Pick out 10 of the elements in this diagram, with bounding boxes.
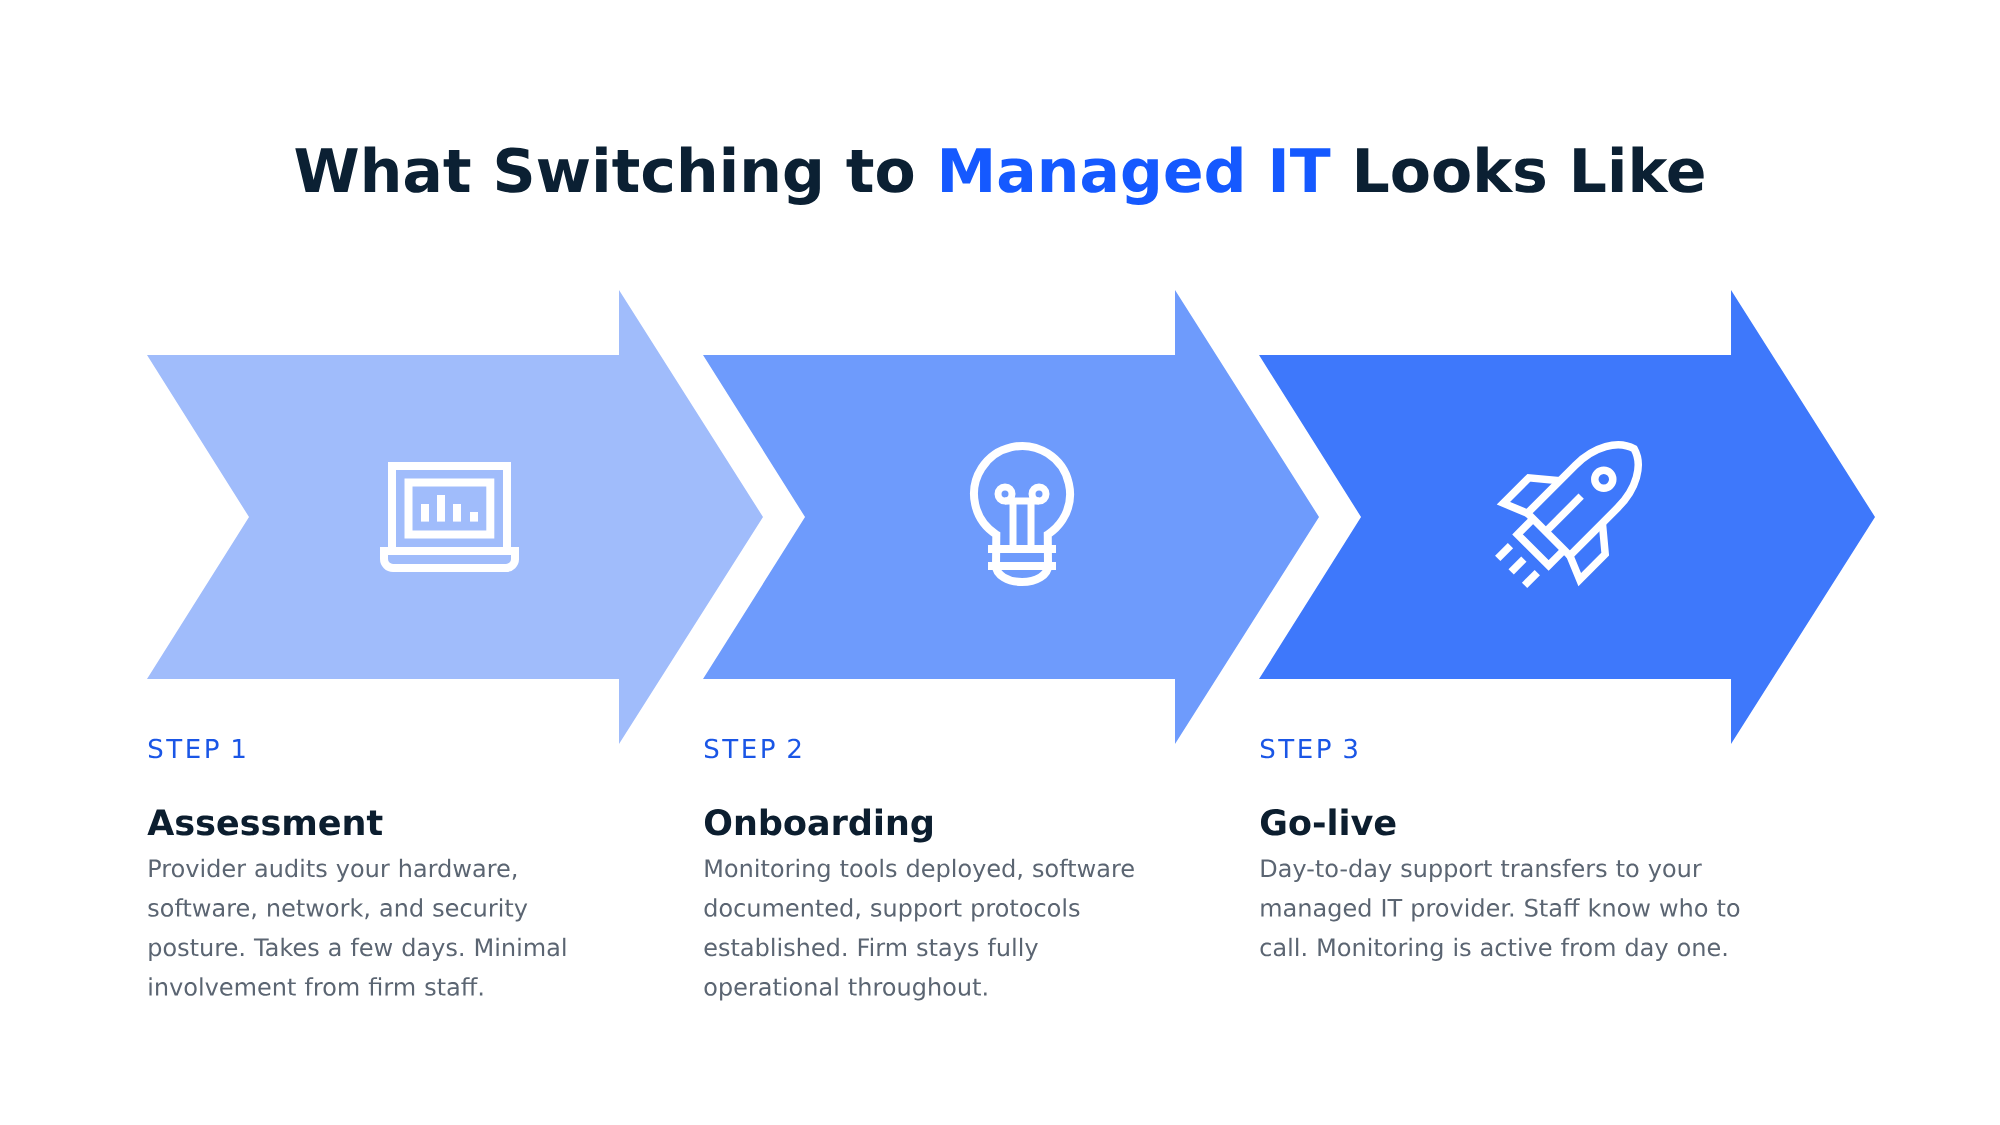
step-label: STEP 1 bbox=[148, 738, 245, 759]
step-heading: Assessment bbox=[147, 809, 383, 836]
step-description: Monitoring tools deployed, software documented, support protocols established. Firm stays fully operational throughout. bbox=[704, 858, 1134, 1001]
step-label: STEP 3 bbox=[1260, 738, 1357, 759]
title: What Switching to Managed IT Looks Like bbox=[295, 146, 1704, 205]
step-description: Day-to-day support transfers to your managed IT provider. Staff know who to call. Monitoring is active from day one. bbox=[1260, 858, 1740, 961]
step-description: Provider audits your hardware, software, network, and security posture. Takes a few days. Minimal involvement from firm staff. bbox=[148, 858, 566, 996]
step-label: STEP 2 bbox=[704, 738, 801, 759]
step-heading: Go-live bbox=[1260, 808, 1396, 836]
step-heading: Onboarding bbox=[704, 808, 932, 843]
